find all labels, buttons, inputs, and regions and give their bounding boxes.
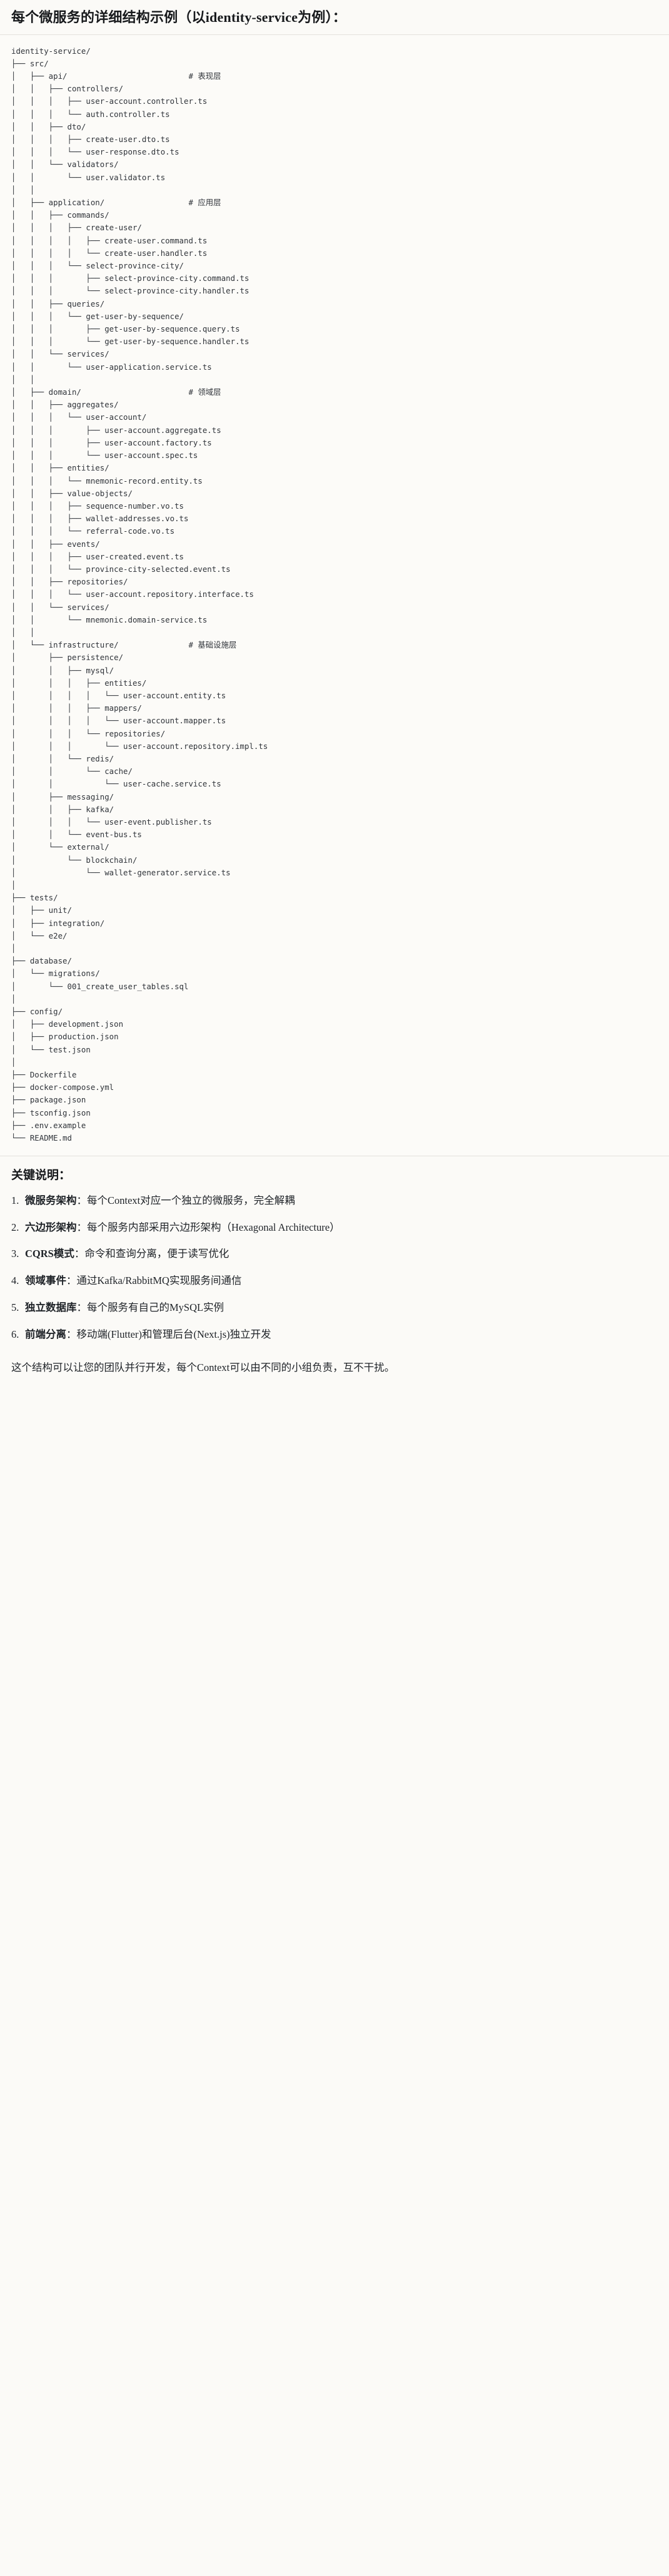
note-description: 命令和查询分离，便于读写优化 — [84, 1248, 229, 1260]
directory-tree: identity-service/ ├── src/ │ ├── api/ # … — [11, 46, 268, 1143]
note-description: 通过Kafka/RabbitMQ实现服务间通信 — [76, 1275, 242, 1287]
note-item: 独立数据库：每个服务有自己的MySQL实例 — [11, 1300, 658, 1316]
note-separator: ： — [76, 1301, 88, 1313]
note-term: CQRS模式 — [25, 1248, 74, 1260]
key-notes-list: 微服务架构：每个Context对应一个独立的微服务，完全解耦 六边形架构：每个服… — [11, 1193, 658, 1343]
note-description: 每个服务内部采用六边形架构（Hexagonal Architecture） — [87, 1221, 340, 1233]
note-term: 微服务架构 — [25, 1194, 77, 1206]
note-term: 六边形架构 — [25, 1221, 77, 1233]
divider-top — [0, 34, 669, 35]
note-item: 六边形架构：每个服务内部采用六边形架构（Hexagonal Architectu… — [11, 1220, 658, 1236]
note-separator: ： — [76, 1221, 88, 1233]
document-page: 每个微服务的详细结构示例（以identity-service为例）： ident… — [0, 0, 669, 1387]
directory-tree-code-block: identity-service/ ├── src/ │ ├── api/ # … — [0, 34, 669, 1156]
note-item: 微服务架构：每个Context对应一个独立的微服务，完全解耦 — [11, 1193, 658, 1209]
note-item: CQRS模式：命令和查询分离，便于读写优化 — [11, 1246, 658, 1262]
note-item: 领域事件：通过Kafka/RabbitMQ实现服务间通信 — [11, 1273, 658, 1289]
note-term: 前端分离 — [25, 1328, 66, 1340]
note-separator: ： — [76, 1194, 88, 1206]
note-description: 每个服务有自己的MySQL实例 — [87, 1301, 224, 1313]
note-separator: ： — [66, 1328, 77, 1340]
note-term: 领域事件 — [25, 1275, 66, 1287]
note-description: 移动端(Flutter)和管理后台(Next.js)独立开发 — [76, 1328, 271, 1340]
note-term: 独立数据库 — [25, 1301, 77, 1313]
key-notes-section: 关键说明： 微服务架构：每个Context对应一个独立的微服务，完全解耦 六边形… — [0, 1156, 669, 1357]
page-title: 每个微服务的详细结构示例（以identity-service为例）： — [11, 9, 346, 25]
note-description: 每个Context对应一个独立的微服务，完全解耦 — [87, 1194, 295, 1206]
note-separator: ： — [66, 1275, 77, 1287]
note-item: 前端分离：移动端(Flutter)和管理后台(Next.js)独立开发 — [11, 1327, 658, 1343]
closing-paragraph: 这个结构可以让您的团队并行开发，每个Context可以由不同的小组负责，互不干扰… — [11, 1362, 395, 1374]
note-separator: ： — [74, 1248, 85, 1260]
key-notes-title: 关键说明： — [11, 1169, 71, 1183]
